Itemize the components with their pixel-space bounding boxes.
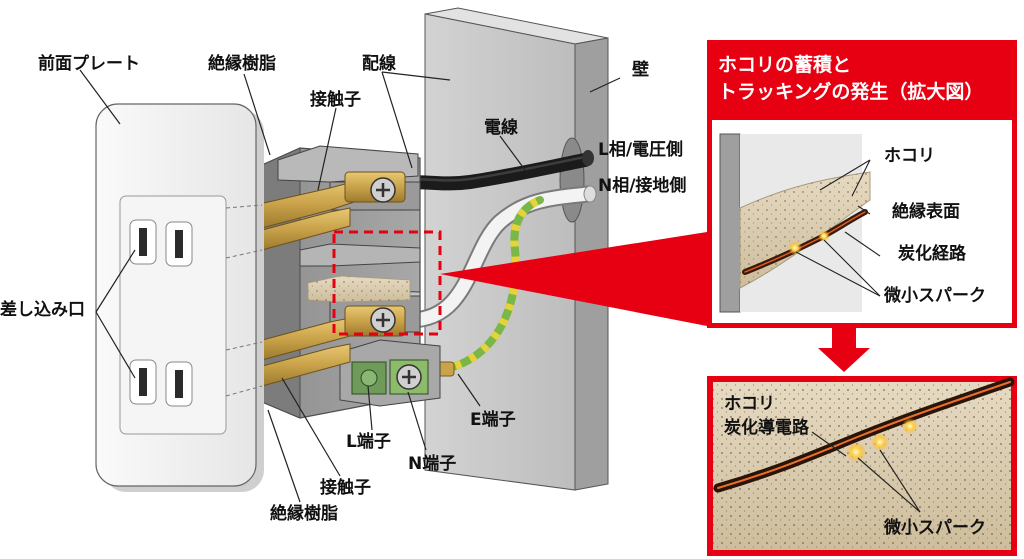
contact-bottom-label: 接触子 <box>320 478 371 498</box>
callout-insulation-surface-label: 絶縁表面 <box>892 202 960 222</box>
brass-contacts <box>254 171 406 387</box>
front-plate-label: 前面プレート <box>38 54 140 74</box>
insulating-resin-bottom-label: 絶縁樹脂 <box>270 504 338 524</box>
callout-title-line1: ホコリの蓄積と <box>718 54 852 76</box>
electric-wire-label: 電線 <box>484 118 518 138</box>
e-terminal-label: E端子 <box>470 410 516 430</box>
screw-n-middle <box>370 307 396 333</box>
n-terminal-label: N端子 <box>408 454 457 474</box>
socket-upper <box>129 219 193 267</box>
insulating-resin-top-label: 絶縁樹脂 <box>208 54 276 74</box>
callout-panel <box>707 40 1017 328</box>
socket-slots-label: 差し込み口 <box>0 300 85 320</box>
wires <box>385 150 597 377</box>
callout-dust-label: ホコリ <box>884 146 935 166</box>
callout-title: ホコリの蓄積と トラッキングの発生（拡大図） <box>718 52 1010 106</box>
screw-l-top <box>370 177 396 203</box>
socket-lower <box>129 359 193 407</box>
callout-title-line2: トラッキングの発生（拡大図） <box>718 81 984 103</box>
l-terminal-label: L端子 <box>346 432 391 452</box>
wall-label: 壁 <box>632 60 649 80</box>
front-plate <box>95 103 264 492</box>
n-phase-label: N相/接地側 <box>598 176 687 196</box>
zoom-micro-spark-label: 微小スパーク <box>884 518 986 538</box>
zoom-dust-label: ホコリ <box>724 394 775 414</box>
l-phase-label: L相/電圧側 <box>598 140 684 160</box>
down-arrow <box>818 328 870 372</box>
zoom-panel <box>707 376 1017 556</box>
zoom-conductive-path-label: 炭化導電路 <box>724 418 809 438</box>
focus-highlight <box>332 230 707 336</box>
leader-lines <box>79 69 621 503</box>
screw-e <box>396 364 422 390</box>
callout-carbonized-path-label: 炭化経路 <box>898 244 966 264</box>
contact-top-label: 接触子 <box>310 90 361 110</box>
callout-micro-spark-label: 微小スパーク <box>884 286 986 306</box>
terminal-screws <box>360 177 422 390</box>
wiring-label: 配線 <box>362 54 396 74</box>
